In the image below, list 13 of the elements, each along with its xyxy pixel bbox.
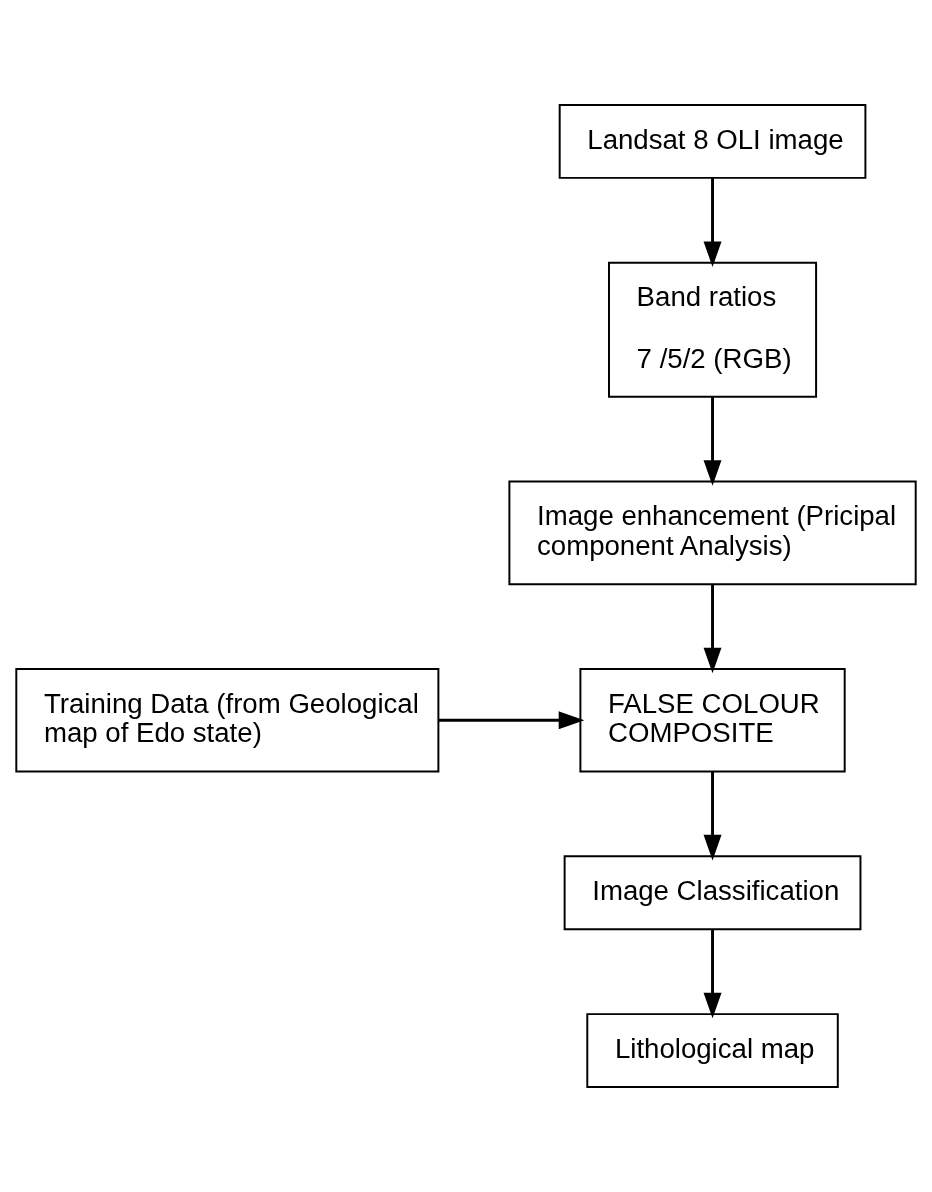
arrow [438,711,585,730]
arrow [703,396,722,486]
arrow [703,178,722,268]
node-box: Lithological map [586,1013,839,1089]
arrow [703,771,722,861]
node-box: Training Data (from Geological map of Edo state) [15,668,440,773]
node-box: Image enhancement (Pricipal component Analysis) [508,480,917,586]
node-box: FALSE COLOUR COMPOSITE [579,668,846,773]
node-box: Image Classification [563,855,862,931]
arrow [703,929,722,1019]
arrow [703,584,722,674]
node-box: Landsat 8 OLI image [558,103,867,179]
node-box: Band ratios 7 /5/2 (RGB) [608,261,818,398]
